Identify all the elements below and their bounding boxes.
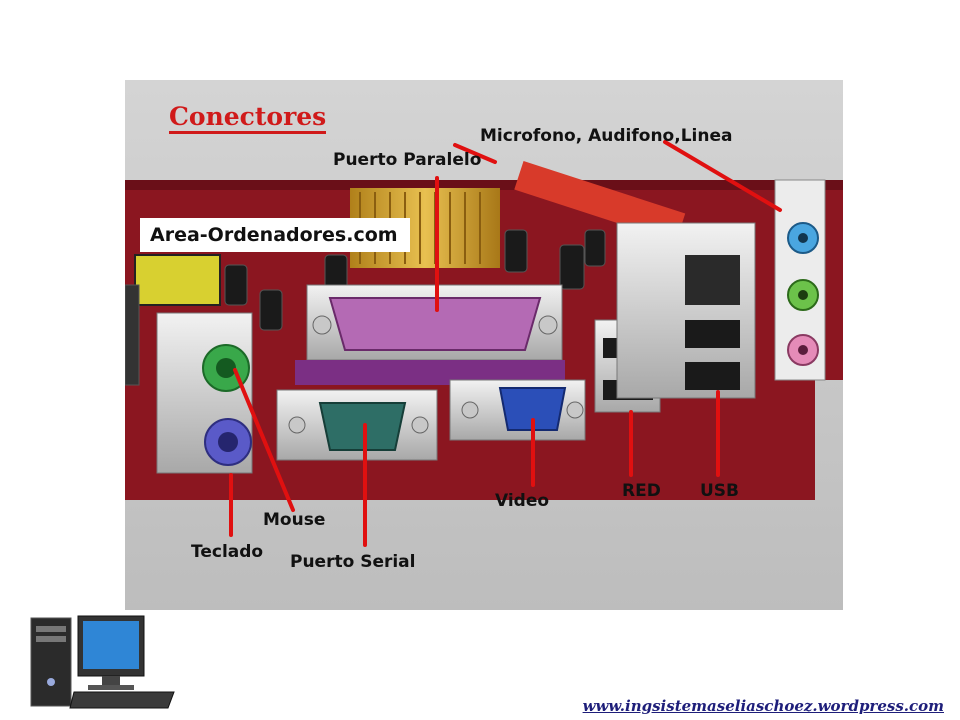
label-mouse: Mouse xyxy=(263,510,326,530)
slide-title: Conectores xyxy=(169,103,327,135)
motherboard-photo: Conectores Area-Ordenadores.com Microfon… xyxy=(125,80,843,610)
serial-port xyxy=(276,389,438,461)
label-network: RED xyxy=(622,481,661,501)
footer-link[interactable]: www.ingsistemaseliaschoez.wordpress.com xyxy=(582,697,944,715)
audio-jacks xyxy=(774,179,826,381)
parallel-port xyxy=(295,284,565,385)
ps2-ports xyxy=(156,312,253,474)
label-serial: Puerto Serial xyxy=(290,552,416,572)
motherboard-illustration xyxy=(125,80,843,610)
watermark-box: Area-Ordenadores.com xyxy=(140,218,410,252)
vga-port xyxy=(449,379,586,441)
pointer-lines xyxy=(229,140,782,547)
ethernet-usb-block xyxy=(616,222,756,399)
label-usb: USB xyxy=(700,481,740,501)
label-parallel: Puerto Paralelo xyxy=(333,150,482,170)
watermark-text: Area-Ordenadores.com xyxy=(150,224,398,246)
label-keyboard: Teclado xyxy=(191,542,264,562)
computer-icon xyxy=(30,615,175,709)
label-video: Video xyxy=(495,491,550,511)
label-audio: Microfono, Audifono,Linea xyxy=(480,126,733,146)
